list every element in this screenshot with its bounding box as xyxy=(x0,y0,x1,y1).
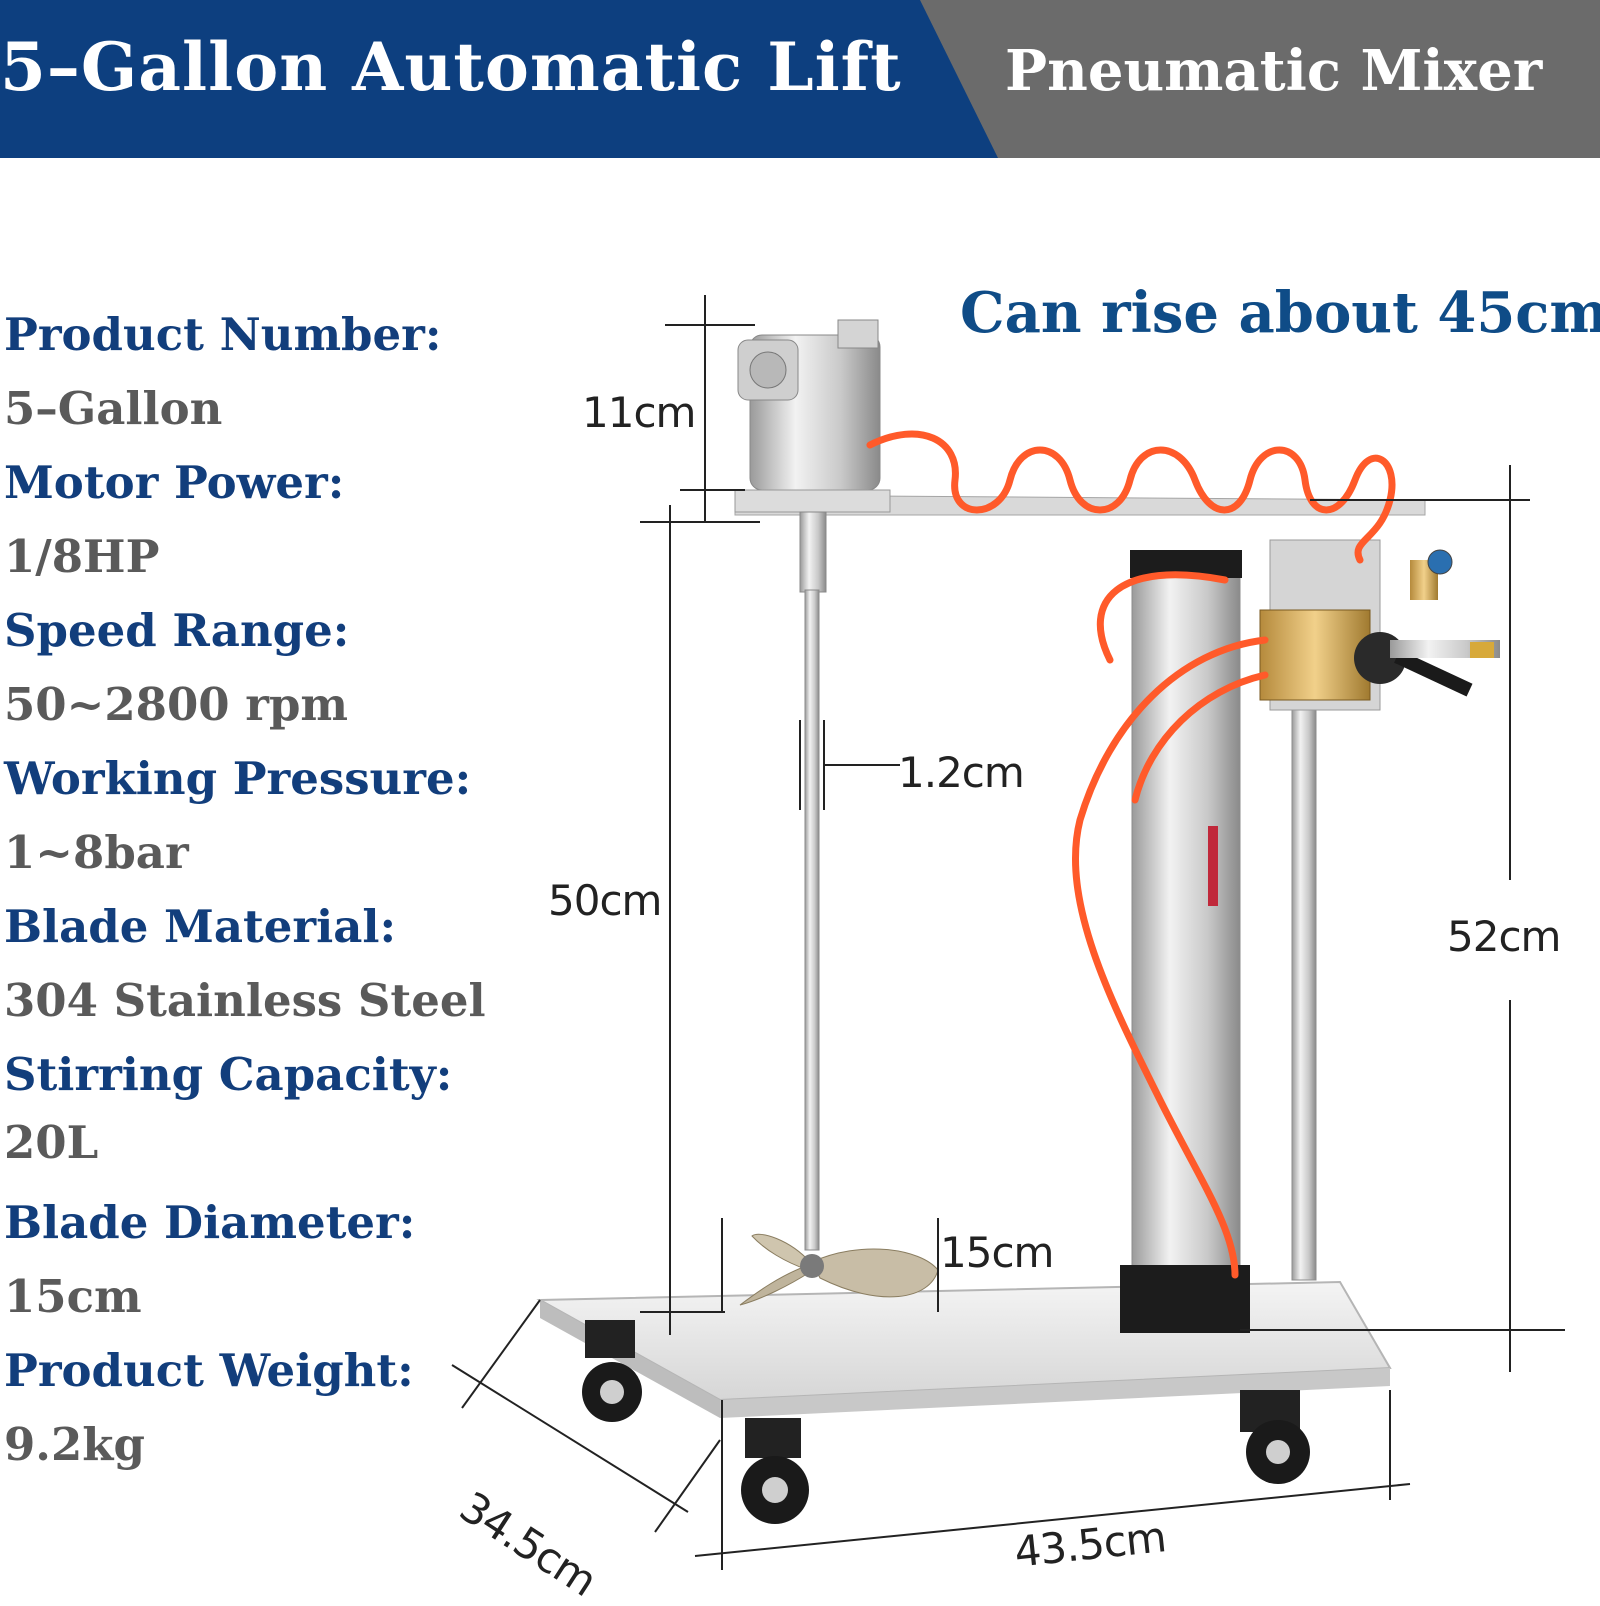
header-banner: 5–Gallon Automatic Lift Pneumatic Mixer xyxy=(0,0,1600,158)
caster-wheel xyxy=(1240,1390,1310,1484)
spec-label: Product Number: xyxy=(4,308,442,361)
spec-label: Product Weight: xyxy=(4,1344,414,1397)
spec-label: Working Pressure: xyxy=(4,752,472,805)
dimension-lines xyxy=(451,295,1565,1570)
spec-value: 9.2kg xyxy=(4,1418,145,1471)
air-motor xyxy=(734,319,891,513)
spec-label: Speed Range: xyxy=(4,604,350,657)
guide-rod xyxy=(1291,699,1317,1281)
propeller-blade xyxy=(739,1233,939,1306)
mixing-shaft xyxy=(799,511,827,1251)
air-hose xyxy=(866,430,1396,1279)
spec-value: 50~2800 rpm xyxy=(4,678,349,731)
caster-wheel xyxy=(741,1418,809,1524)
dimension-shaft-diameter: 1.2cm xyxy=(898,748,1025,797)
spec-value: 1~8bar xyxy=(4,826,189,879)
spec-label: Motor Power: xyxy=(4,456,345,509)
dimension-shaft-length: 50cm xyxy=(548,876,662,925)
spec-value: 20L xyxy=(4,1116,99,1169)
banner-subtitle: Pneumatic Mixer xyxy=(1005,38,1543,104)
spec-label: Stirring Capacity: xyxy=(4,1048,453,1101)
spec-label: Blade Diameter: xyxy=(4,1196,416,1249)
dimension-motor-height: 11cm xyxy=(582,388,696,437)
spec-value: 5–Gallon xyxy=(4,382,223,435)
control-valve xyxy=(1259,539,1500,711)
spec-value: 15cm xyxy=(4,1270,142,1323)
lift-height-callout: Can rise about 45cm xyxy=(960,280,1600,346)
caster-wheel xyxy=(582,1320,642,1422)
banner-background xyxy=(0,0,1600,158)
banner-title: 5–Gallon Automatic Lift xyxy=(0,28,902,106)
dimension-blade-diameter: 15cm xyxy=(940,1228,1054,1277)
spec-label: Blade Material: xyxy=(4,900,397,953)
spec-value: 1/8HP xyxy=(4,530,160,583)
dimension-column-height: 52cm xyxy=(1447,912,1561,961)
spec-value: 304 Stainless Steel xyxy=(4,974,486,1027)
